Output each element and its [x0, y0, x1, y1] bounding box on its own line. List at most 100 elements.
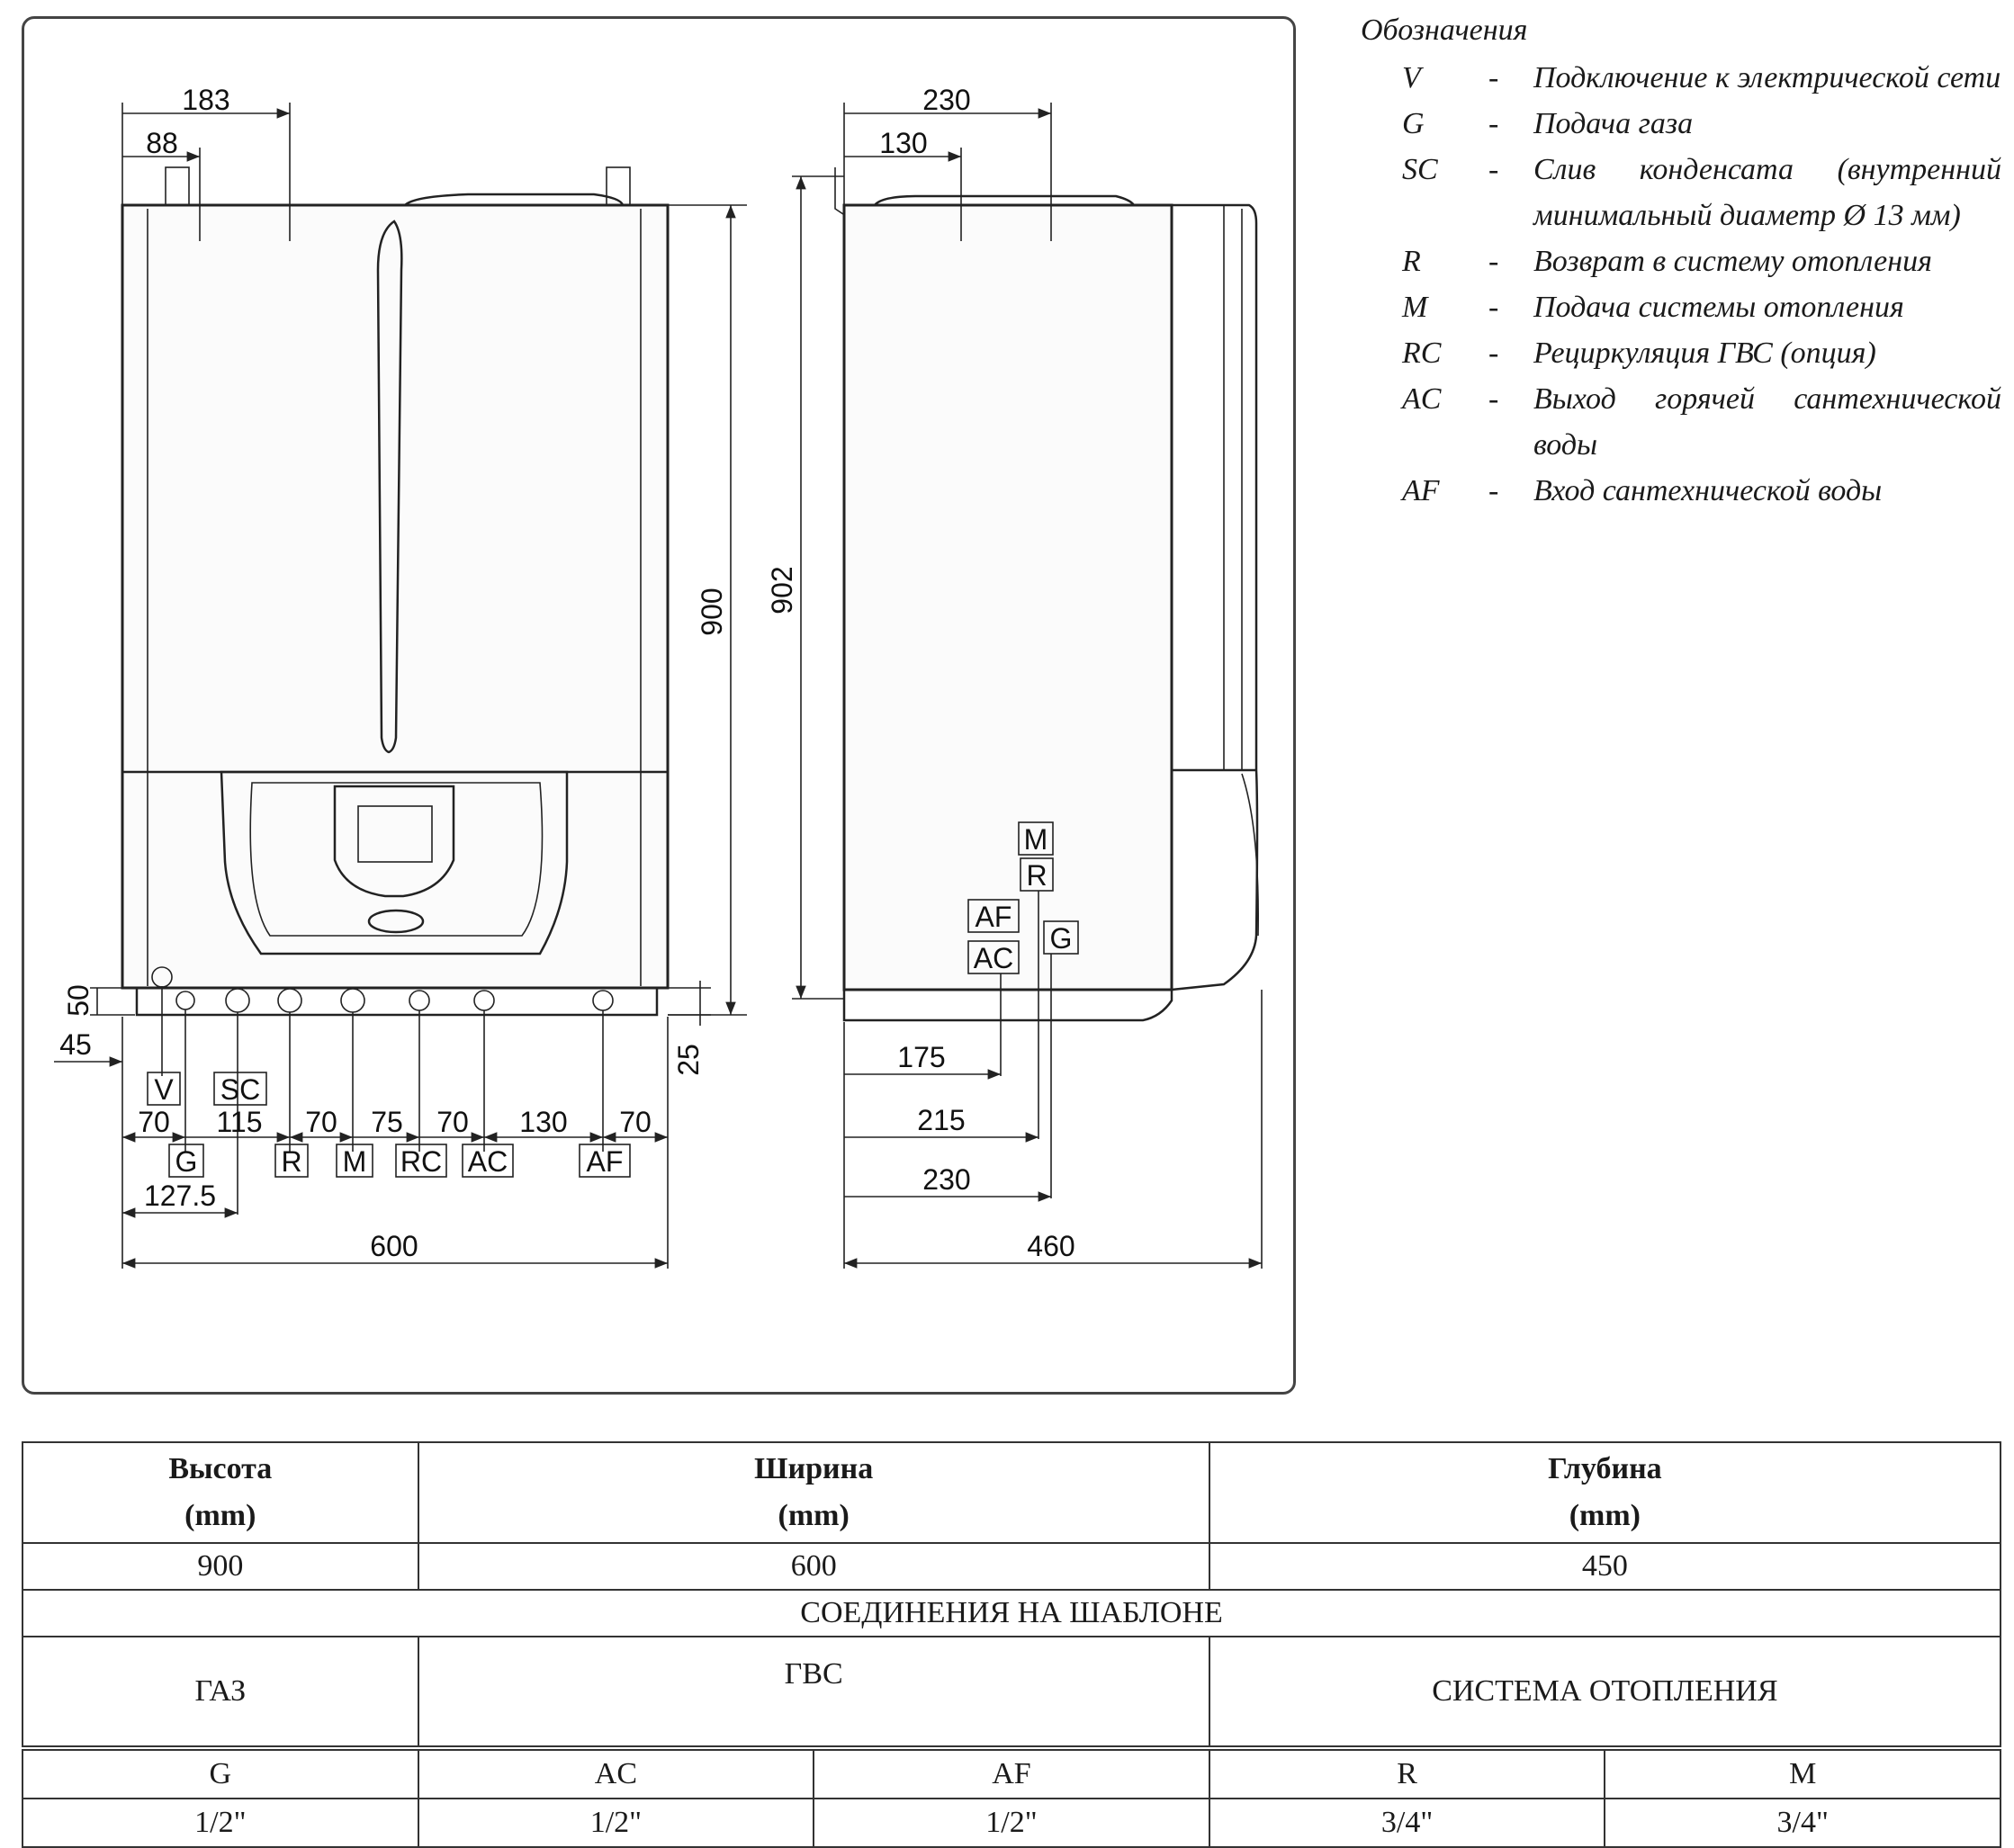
- dim-460: 460: [1027, 1230, 1074, 1262]
- legend-desc: Выход горячей сантехнической воды: [1533, 382, 2001, 462]
- dim-600: 600: [370, 1230, 418, 1262]
- connections-title: СОЕДИНЕНИЯ НА ШАБЛОНЕ: [22, 1589, 2001, 1637]
- legend-item: RC - Рециркуляция ГВС (опция): [1361, 330, 2001, 376]
- fitting-af: [592, 990, 614, 1011]
- top-vent: [404, 193, 625, 206]
- table-row: ГАЗ ГВС СИСТЕМА ОТОПЛЕНИЯ: [22, 1636, 2002, 1749]
- door-seam: [376, 220, 403, 754]
- dim-70-c: 70: [436, 1106, 469, 1138]
- group-dhw: ГВС: [417, 1636, 1210, 1749]
- dim-70-a: 70: [138, 1106, 170, 1138]
- legend-code: AC: [1402, 382, 1442, 416]
- table-row: 900 600 450: [22, 1542, 2002, 1591]
- dim-70-b: 70: [305, 1106, 337, 1138]
- drawing-frame: [22, 16, 1296, 1395]
- table-row: 1/2" 1/2" 1/2" 3/4" 3/4": [22, 1798, 2001, 1848]
- table-row: G AC AF R M: [22, 1745, 2001, 1799]
- dim-115: 115: [216, 1106, 262, 1138]
- fitting-r: [277, 988, 302, 1013]
- fitting-m: [340, 988, 365, 1013]
- value-depth: 450: [1208, 1542, 2002, 1591]
- bracket-left: [165, 166, 190, 206]
- fitting-rc: [409, 990, 430, 1011]
- header-width: Ширина(mm): [417, 1441, 1210, 1544]
- dim-183: 183: [182, 84, 229, 116]
- fitting-ac: [473, 990, 495, 1011]
- legend-item: AF - Вход сантехнической воды: [1361, 468, 2001, 514]
- fitting-g: [175, 991, 195, 1010]
- legend-desc: Подача системы отопления: [1533, 291, 1904, 324]
- table-row: СОЕДИНЕНИЯ НА ШАБЛОНЕ: [22, 1589, 2001, 1637]
- size-cell: 1/2": [22, 1798, 419, 1848]
- legend-desc: Слив конденсата (внутренний минимальный …: [1533, 153, 2001, 232]
- legend-desc: Подача газа: [1533, 107, 1694, 140]
- legend-dash: -: [1488, 336, 1499, 370]
- legend-item: SC - Слив конденсата (внутренний минимал…: [1361, 147, 2001, 238]
- spec-table: Высота(mm) Ширина(mm) Глубина(mm) 900 60…: [22, 1441, 2002, 1848]
- code-cell: G: [22, 1745, 419, 1799]
- dim-215: 215: [917, 1104, 965, 1136]
- dim-230-top: 230: [922, 84, 970, 116]
- legend-title: Обозначения: [1361, 13, 1528, 47]
- table-header-row: Высота(mm) Ширина(mm) Глубина(mm): [22, 1441, 2002, 1544]
- legend-item: G - Подача газа: [1361, 101, 2001, 147]
- tag-r: R: [281, 1145, 301, 1178]
- logo-badge: [367, 909, 425, 934]
- header-height: Высота(mm): [22, 1441, 419, 1544]
- legend-code: AF: [1402, 474, 1440, 507]
- size-cell: 1/2": [813, 1798, 1210, 1848]
- legend-desc: Вход сантехнической воды: [1533, 474, 1883, 507]
- side-base: [842, 988, 1173, 1022]
- dim-902: 902: [766, 566, 798, 614]
- dim-88: 88: [146, 127, 178, 159]
- tag-m: M: [343, 1145, 367, 1178]
- dim-230-bottom: 230: [922, 1163, 970, 1196]
- tag-af: AF: [587, 1145, 624, 1178]
- dim-130-side: 130: [879, 127, 927, 159]
- size-cell: 3/4": [1208, 1798, 1606, 1848]
- dim-130: 130: [519, 1106, 567, 1138]
- legend-item: V - Подключение к электрической сети: [1361, 55, 2001, 101]
- legend-dash: -: [1488, 61, 1499, 94]
- size-cell: 1/2": [417, 1798, 815, 1848]
- control-panel: [220, 770, 569, 955]
- front-base: [135, 986, 659, 1017]
- legend-code: G: [1402, 107, 1425, 140]
- side-tag-g: G: [1050, 922, 1073, 955]
- legend-dash: -: [1488, 153, 1499, 186]
- dim-900: 900: [696, 588, 728, 635]
- header-depth: Глубина(mm): [1208, 1441, 2002, 1544]
- legend-dash: -: [1488, 382, 1499, 416]
- legend-desc: Возврат в систему отопления: [1533, 245, 1932, 278]
- dim-75: 75: [371, 1106, 403, 1138]
- size-cell: 3/4": [1604, 1798, 2001, 1848]
- side-tag-r: R: [1026, 859, 1047, 892]
- tag-rc: RC: [400, 1145, 442, 1178]
- legend-desc: Подключение к электрической сети: [1533, 61, 2001, 94]
- side-view: M R AF AC G 230 130 902 175 215 230: [766, 84, 1263, 1269]
- code-cell: R: [1208, 1745, 1606, 1799]
- side-tag-ac: AC: [974, 942, 1013, 974]
- front-view: 183 88 900 50 45 25 V SC: [54, 84, 747, 1269]
- value-height: 900: [22, 1542, 419, 1591]
- tag-g: G: [175, 1145, 198, 1178]
- dim-50: 50: [62, 984, 94, 1017]
- side-tag-m: M: [1024, 823, 1048, 856]
- legend-item: R - Возврат в систему отопления: [1361, 238, 2001, 284]
- legend-code: R: [1402, 245, 1421, 278]
- tag-v: V: [154, 1073, 174, 1106]
- code-cell: AF: [813, 1745, 1210, 1799]
- fitting-sc: [225, 988, 250, 1013]
- tag-ac: AC: [468, 1145, 508, 1178]
- group-gas: ГАЗ: [22, 1636, 419, 1749]
- dim-70-d: 70: [619, 1106, 652, 1138]
- legend-item: M - Подача системы отопления: [1361, 284, 2001, 330]
- legend-desc: Рециркуляция ГВС (опция): [1533, 336, 1876, 370]
- tag-sc: SC: [220, 1073, 260, 1106]
- dim-127-5: 127.5: [144, 1180, 216, 1212]
- dim-175: 175: [897, 1041, 945, 1073]
- value-width: 600: [417, 1542, 1210, 1591]
- legend-dash: -: [1488, 291, 1499, 324]
- dimension-drawing: 183 88 900 50 45 25 V SC: [54, 84, 1263, 1269]
- dim-45: 45: [59, 1028, 92, 1061]
